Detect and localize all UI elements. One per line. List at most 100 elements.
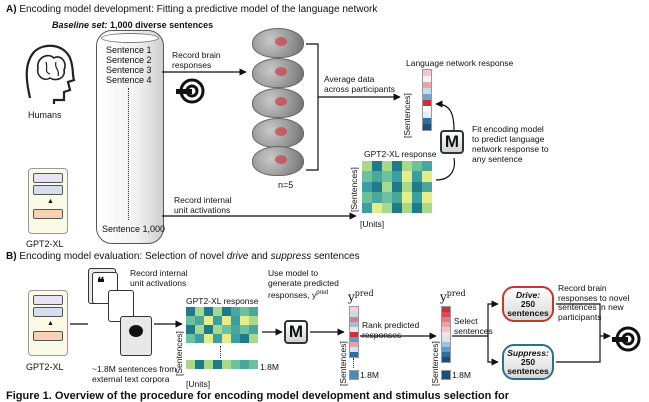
use-model-label: Use model to generate predicted response… [268,268,339,300]
ypred-sup-1: pred [354,289,374,298]
ypred-label-2: ypred [440,289,466,304]
heatmap-cell [204,316,213,325]
gpt-layer [33,209,63,219]
heatmap-cell [382,181,392,193]
count-18m-label-2: 1.8M [360,370,379,380]
heatmap-cell [412,192,422,203]
heatmap-cell [372,192,382,203]
response-cell [442,342,450,347]
use-model-text: Use model to generate predicted response… [268,268,339,300]
response-cell [350,352,358,357]
drive-sentences-box: Drive: 250 sentences [502,286,554,322]
panel-b-title-post: sentences [311,251,360,262]
gpt-layer [33,307,63,317]
panel-b-heading: B) Encoding model evaluation: Selection … [6,251,360,263]
heatmap-cell [422,171,432,182]
heatmap-cell [382,171,392,182]
response-cell [423,76,431,82]
brain-image [252,28,304,58]
record-internal-label-b: Record internal unit activations [130,268,188,288]
fmri-scanner-icon [176,78,205,104]
response-cell [442,307,450,312]
heatmap-cell [195,334,204,343]
panel-a-arrows [162,43,456,220]
panel-b-title-pre: Encoding model evaluation: Selection of … [19,251,227,262]
gpt-response-heatmap-a [362,161,432,213]
record-novel-label: Record brain responses to novel sentence… [558,283,630,322]
response-cell [423,118,431,124]
response-cell [350,317,358,322]
heatmap-cell [412,202,422,213]
heatmap-cell [382,161,392,172]
stack-top-ellipse [101,33,159,43]
heatmap-cell [231,307,240,316]
suppress-count: 250 sentences [507,356,549,376]
heatmap-cell [412,171,422,182]
chat-document-icon [120,316,152,356]
response-cell [423,94,431,100]
encoding-model-box-a: M [440,130,464,154]
heatmap-cell [222,360,231,369]
response-cell [442,332,450,337]
count-18m-label: 1.8M [260,362,279,372]
sentence-item: Sentence 3 [106,65,152,75]
panel-b-title-drive: drive [226,251,249,262]
drive-count: 250 sentences [507,298,549,318]
heatmap-cell [213,307,222,316]
gpt-response-heatmap-b [186,307,258,343]
heatmap-cell [392,161,402,172]
response-cell [350,347,358,352]
response-cell [350,307,358,312]
sentence-item: Sentence 2 [106,55,152,65]
gpt2xl-model-icon-a: ▲ [28,168,68,234]
panel-b-letter: B) [6,251,17,262]
heatmap-cell [240,307,249,316]
response-cell [442,337,450,342]
gpt-response-heatmap-b-last [186,360,258,369]
baseline-set-label: Baseline set: 1,000 diverse sentences [52,20,213,30]
response-cell [442,322,450,327]
human-head-icon [25,44,76,104]
heatmap-cell [392,181,402,193]
ellipsis-dots [220,346,221,358]
heatmap-cell [249,334,258,343]
ypred-base-2: y [440,290,447,304]
panel-a-heading: A) Encoding model development: Fitting a… [6,4,377,16]
heatmap-cell [186,316,195,325]
select-label: Select sentences [454,316,493,336]
heatmap-cell [362,192,372,203]
ypred-base-1: y [348,290,355,304]
response-cell [350,327,358,332]
heatmap-cell [362,202,372,213]
count-18m-label-3: 1.8M [452,370,471,380]
heatmap-cell [231,316,240,325]
record-internal-label-a: Record internal unit activations [174,195,232,215]
heatmap-cell [249,316,258,325]
language-response-label: Language network response [406,58,514,68]
sentence-item: Sentence 4 [106,75,152,85]
heatmap-cell [213,325,222,334]
heatmap-cell [372,161,382,172]
heatmap-cell [186,307,195,316]
record-brain-label: Record brain responses [172,50,221,70]
response-cell [423,106,431,112]
heatmap-cell [204,334,213,343]
heatmap-cell [249,360,258,369]
heatmap-cell [362,181,372,193]
heatmap-cell [231,325,240,334]
brain-image [252,146,304,176]
gpt-response-label-b: GPT2-XL response [186,296,259,306]
response-cell [423,70,431,76]
heatmap-cell [204,325,213,334]
heatmap-cell [392,202,402,213]
up-arrow-icon: ▲ [47,198,54,205]
units-axis-a: [Units] [360,219,385,229]
sentence-item: Sentence 1 [106,45,152,55]
average-data-label: Average data across participants [324,74,395,94]
response-cell [423,88,431,94]
heatmap-cell [402,181,412,193]
heatmap-cell [249,307,258,316]
heatmap-cell [195,307,204,316]
response-cell [423,124,431,130]
heatmap-cell [402,202,412,213]
